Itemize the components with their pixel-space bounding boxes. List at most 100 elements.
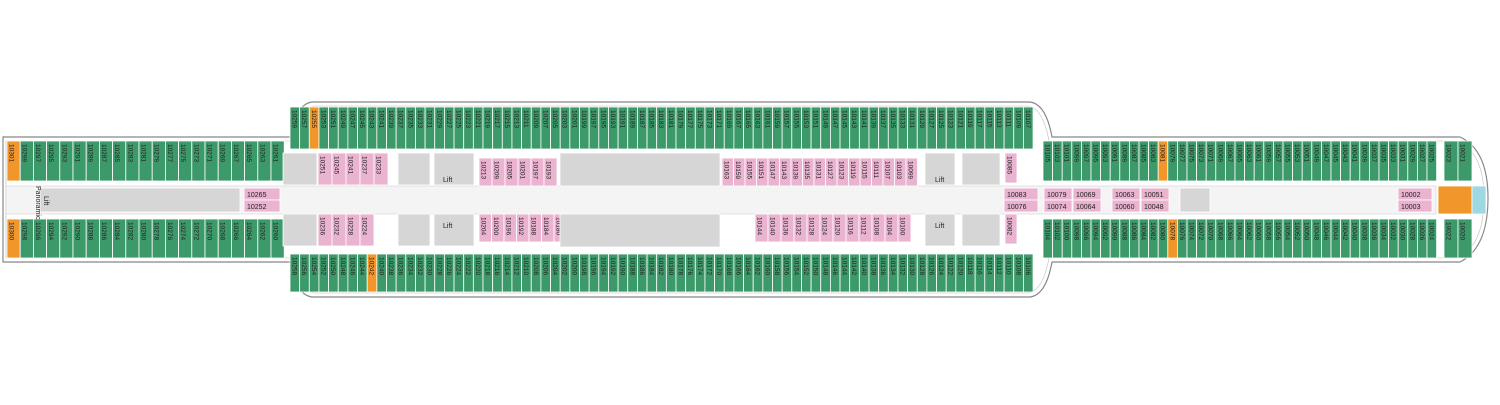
top-cabin-label-10025: 10025 (1428, 144, 1435, 162)
bottom-cabin-label-10262: 10262 (258, 222, 265, 240)
center-fwd-a-cabin-label-10076: 10076 (1007, 204, 1027, 211)
bottom-cabin-label-10154: 10154 (792, 257, 799, 275)
bottom-cabin-label-10298: 10298 (21, 222, 28, 240)
bottom-cabin-label-10290: 10290 (74, 222, 81, 240)
bottom-cabin-label-10280: 10280 (140, 222, 147, 240)
top-cabin-label-10211: 10211 (522, 110, 529, 128)
bottom-cabin-label-10212: 10212 (512, 257, 519, 275)
top-cabin-label-10271: 10271 (206, 144, 213, 162)
bottom-cabin-label-10038: 10038 (1360, 222, 1367, 240)
bottom-cabin-label-10128: 10128 (918, 257, 925, 275)
inner-top-left-cabin-10233 (373, 152, 389, 186)
bow-suite-block (1437, 185, 1473, 215)
bottom-cabin-label-10090: 10090 (1111, 222, 1118, 240)
bottom-cabin-label-10206: 10206 (541, 257, 548, 275)
top-cabin-label-10235: 10235 (406, 110, 413, 128)
bottom-cabin-label-10196: 10196 (590, 257, 597, 275)
inner-bottom-right-cabin-label-10128: 10128 (808, 217, 815, 235)
inner-bottom-mid-cabin-label-10200: 10200 (492, 217, 499, 235)
top-cabin-label-10129: 10129 (918, 110, 925, 128)
bottom-cabin-label-10112: 10112 (995, 257, 1002, 275)
bottom-cabin-label-10190: 10190 (619, 257, 626, 275)
top-cabin-label-10111: 10111 (1005, 110, 1012, 127)
top-cabin-label-10079: 10079 (1168, 144, 1175, 162)
top-cabin-label-10281: 10281 (140, 144, 147, 162)
bottom-cabin-label-10232: 10232 (416, 257, 423, 275)
top-cabin-10025 (1426, 140, 1438, 182)
inner-top-left-cabin-label-10245: 10245 (333, 156, 340, 174)
top-cabin-label-10153: 10153 (802, 110, 809, 128)
bottom-cabin-label-10142: 10142 (850, 257, 857, 275)
bottom-cabin-label-10054: 10054 (1284, 222, 1291, 240)
bottom-cabin-label-10202: 10202 (561, 257, 568, 275)
top-cabin-label-10039: 10039 (1360, 144, 1367, 162)
top-cabin-label-10051: 10051 (1303, 144, 1310, 162)
top-cabin-label-10035: 10035 (1380, 144, 1387, 162)
bottom-cabin-label-10172: 10172 (705, 257, 712, 275)
bottom-cabin-label-10294: 10294 (47, 222, 54, 240)
bottom-cabin-label-10082: 10082 (1149, 222, 1156, 240)
bottom-cabin-label-10098: 10098 (1072, 222, 1079, 240)
bottom-cabin-label-10072: 10072 (1197, 222, 1204, 240)
top-cabin-label-10175: 10175 (696, 110, 703, 128)
top-cabin-label-10029: 10029 (1408, 144, 1415, 162)
top-cabin-label-10125: 10125 (937, 110, 944, 128)
inner-bottom-left-cabin-10224 (359, 213, 375, 247)
center-left-cabin-10252 (243, 199, 281, 213)
top-cabin-label-10101: 10101 (1063, 144, 1070, 162)
bottom-cabin-label-10118: 10118 (966, 257, 973, 275)
inner-bottom-left-cabin-label-10236: 10236 (319, 217, 326, 235)
panoramic-lift-sublabel: Lift (42, 196, 49, 205)
bottom-cabin-label-10074: 10074 (1188, 222, 1195, 240)
top-cabin-label-10209: 10209 (532, 110, 539, 128)
top-cabin-label-10231: 10231 (426, 110, 433, 128)
top-cabin-label-10161: 10161 (763, 110, 770, 128)
bottom-cabin-label-10226: 10226 (445, 257, 452, 275)
top-cabin-label-10227: 10227 (445, 110, 452, 128)
bottom-cabin-label-10198: 10198 (580, 257, 587, 275)
inner-top-right-cabin-label-10119: 10119 (849, 161, 856, 179)
bottom-cabin-label-10076: 10076 (1178, 222, 1185, 240)
inner-top-right-cabin-label-10099: 10099 (907, 161, 914, 179)
bottom-cabin-label-10258: 10258 (291, 257, 298, 275)
center-fwd-c2-cabin-label-10048: 10048 (1144, 204, 1164, 211)
top-cabin-label-10095: 10095 (1092, 144, 1099, 162)
lift-label-top-right: Lift (935, 177, 944, 184)
bottom-cabin-label-10032: 10032 (1389, 222, 1396, 240)
inner-top-left-cabin-label-10237: 10237 (361, 156, 368, 174)
top-cabin-label-10121: 10121 (956, 110, 963, 128)
top-cabin-label-10053: 10053 (1293, 144, 1300, 162)
bottom-cabin-label-10044: 10044 (1332, 222, 1339, 240)
bottom-cabin-label-10180: 10180 (667, 257, 674, 275)
top-cabin-label-10085: 10085 (1140, 144, 1147, 162)
bottom-cabin-label-10122: 10122 (947, 257, 954, 275)
top-cabin-label-10097: 10097 (1082, 144, 1089, 162)
top-cabin-label-10059: 10059 (1264, 144, 1271, 162)
inner-bottom-right-cabin-label-10100: 10100 (899, 217, 906, 235)
stair-block-right-bottom (961, 213, 1001, 247)
bottom-cabin-label-10028: 10028 (1408, 222, 1415, 240)
bottom-cabin-label-10070: 10070 (1207, 222, 1214, 240)
bottom-cabin-label-10086: 10086 (1130, 222, 1137, 240)
bottom-cabin-label-10020: 10020 (1459, 222, 1466, 240)
inner-top-right-cabin-label-10107: 10107 (884, 161, 891, 179)
top-cabin-label-10105: 10105 (1044, 144, 1051, 162)
inner-top-right-cabin-label-10159: 10159 (734, 161, 741, 179)
inner-top-right-cabin-label-10115: 10115 (861, 161, 868, 179)
top-cabin-label-10299: 10299 (21, 144, 28, 162)
bottom-cabin-label-10238: 10238 (387, 257, 394, 275)
top-cabin-label-10225: 10225 (455, 110, 462, 128)
center-left-cabin-label-10265: 10265 (247, 192, 267, 199)
bottom-cabin-label-10224: 10224 (455, 257, 462, 275)
stair-block-right-top (961, 152, 1001, 186)
top-cabin-label-10295: 10295 (47, 144, 54, 162)
top-cabin-label-10247: 10247 (348, 110, 355, 128)
top-cabin-label-10165: 10165 (744, 110, 751, 128)
top-cabin-label-10291: 10291 (74, 144, 81, 162)
top-cabin-label-10301: 10301 (8, 144, 15, 162)
inner-top-right-cabin-label-10139: 10139 (792, 161, 799, 179)
bottom-cabin-label-10100: 10100 (1063, 222, 1070, 240)
top-cabin-label-10195: 10195 (599, 110, 606, 128)
top-cabin-label-10223: 10223 (464, 110, 471, 128)
